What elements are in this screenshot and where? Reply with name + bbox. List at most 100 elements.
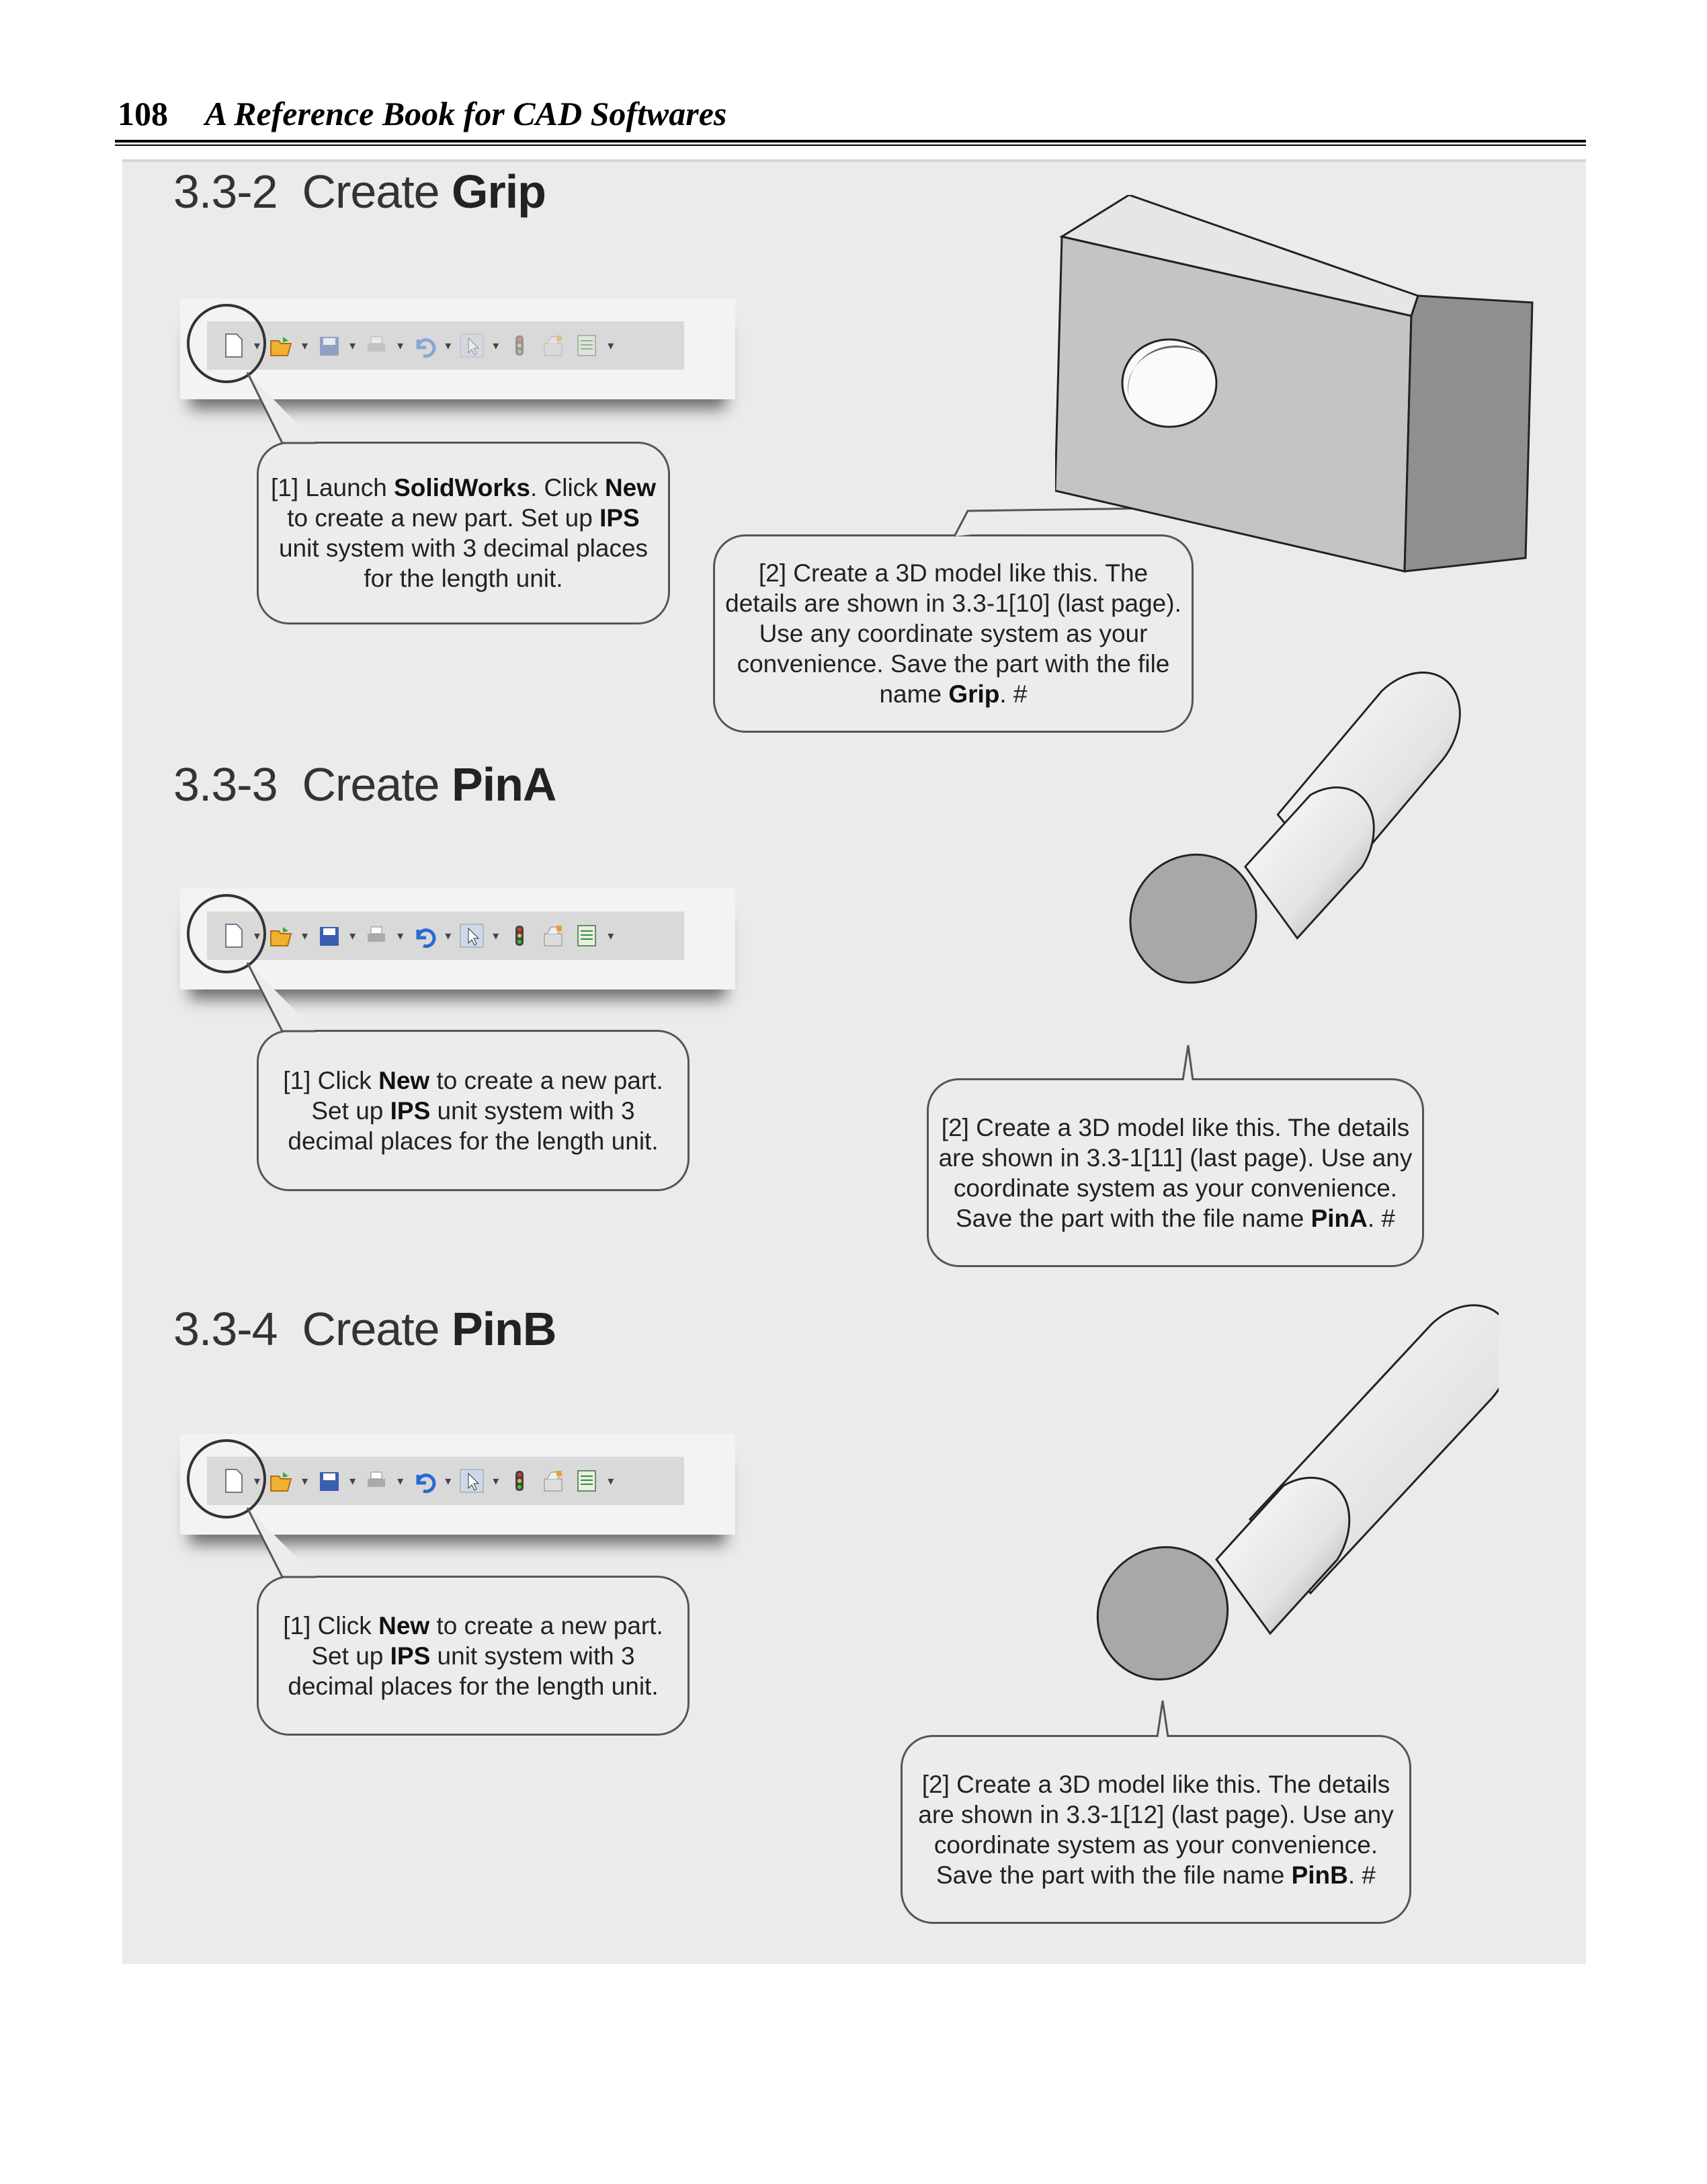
options-icon[interactable] [540, 1467, 566, 1495]
dropdown-arrow-icon[interactable]: ▾ [608, 338, 614, 352]
file-properties-icon[interactable] [574, 922, 599, 950]
standard-toolbar: ▾▾▾▾▾▾▾ [207, 1457, 684, 1505]
step1-callout: [1] Click New to create a new part. Set … [257, 1030, 690, 1191]
open-folder-icon[interactable] [268, 1467, 294, 1495]
section-number: 3.3-3 [173, 758, 278, 811]
bold-term: New [378, 1611, 430, 1640]
dropdown-arrow-icon[interactable]: ▾ [608, 1473, 614, 1488]
text-segment: unit system with 3 decimal places for th… [288, 1096, 659, 1155]
text-segment: unit system with 3 decimal places for th… [288, 1642, 659, 1700]
undo-icon[interactable] [411, 922, 437, 950]
step1-callout: [1] Launch SolidWorks. Click New to crea… [257, 442, 670, 624]
callout-text: [2] Create a 3D model like this. The det… [724, 558, 1182, 709]
page-header: 108 A Reference Book for CAD Softwares [118, 94, 726, 133]
bold-term: IPS [390, 1096, 431, 1125]
file-properties-icon[interactable] [574, 1467, 599, 1495]
undo-icon[interactable] [411, 331, 437, 360]
highlight-circle [187, 304, 266, 383]
dropdown-arrow-icon[interactable]: ▾ [445, 1473, 452, 1488]
3d-model-stepped-pin-short [1102, 659, 1505, 1045]
section-number: 3.3-4 [173, 1303, 278, 1355]
bold-term: IPS [599, 504, 640, 532]
step2-callout: [2] Create a 3D model like this. The det… [713, 534, 1194, 733]
bold-term: Grip [948, 680, 1000, 708]
dropdown-arrow-icon[interactable]: ▾ [493, 1473, 499, 1488]
step1-callout: [1] Click New to create a new part. Set … [257, 1576, 690, 1736]
section-part-name: Grip [452, 165, 546, 218]
bold-term: IPS [390, 1642, 431, 1670]
page-number: 108 [118, 95, 168, 132]
dropdown-arrow-icon[interactable]: ▾ [445, 338, 452, 352]
dropdown-arrow-icon[interactable]: ▾ [493, 338, 499, 352]
bold-term: SolidWorks [394, 474, 530, 501]
dropdown-arrow-icon[interactable]: ▾ [349, 338, 356, 352]
text-segment: to create a new part. Set up [287, 504, 600, 532]
highlight-circle [187, 1439, 266, 1519]
text-segment: [2] Create a 3D model like this. The det… [725, 559, 1181, 708]
file-properties-icon[interactable] [574, 331, 599, 360]
options-icon[interactable] [540, 331, 566, 360]
dropdown-arrow-icon[interactable]: ▾ [302, 928, 308, 942]
section-heading: 3.3-4 Create PinB [173, 1302, 556, 1356]
callout-text: [1] Click New to create a new part. Set … [268, 1611, 678, 1701]
toolbar-screenshot: ▾▾▾▾▾▾▾ [180, 889, 735, 1014]
select-arrow-icon[interactable] [459, 1467, 485, 1495]
bold-term: New [378, 1066, 430, 1094]
standard-toolbar: ▾▾▾▾▾▾▾ [207, 912, 684, 960]
3d-model-stepped-pin-long [1082, 1297, 1513, 1711]
dropdown-arrow-icon[interactable]: ▾ [349, 928, 356, 942]
print-icon[interactable] [364, 331, 389, 360]
bold-term: New [604, 474, 657, 501]
save-icon[interactable] [316, 1467, 341, 1495]
traffic-light-icon[interactable] [507, 1467, 532, 1495]
undo-icon[interactable] [411, 1467, 437, 1495]
save-icon[interactable] [316, 331, 341, 360]
text-segment: unit system with 3 decimal places for th… [278, 534, 649, 592]
text-segment: . # [1347, 1861, 1376, 1889]
text-segment: . # [1367, 1204, 1395, 1232]
section-title-prefix: Create [302, 1303, 440, 1355]
select-arrow-icon[interactable] [459, 922, 485, 950]
select-arrow-icon[interactable] [459, 331, 485, 360]
text-segment: to create a new part. Set up [311, 1066, 663, 1125]
save-icon[interactable] [316, 922, 341, 950]
dropdown-arrow-icon[interactable]: ▾ [397, 338, 404, 352]
text-segment: to create a new part. Set up [311, 1611, 663, 1670]
text-segment: [1] Click [283, 1611, 379, 1640]
3d-model-grip-block [1054, 194, 1539, 595]
text-segment: [2] Create a 3D model like this. The det… [938, 1113, 1413, 1232]
callout-text: [2] Create a 3D model like this. The det… [938, 1113, 1413, 1233]
bold-term: PinA [1310, 1204, 1368, 1232]
text-segment: . Click [530, 474, 605, 501]
callout-text: [2] Create a 3D model like this. The det… [912, 1769, 1400, 1890]
book-title: A Reference Book for CAD Softwares [205, 95, 727, 132]
text-segment: [2] Create a 3D model like this. The det… [918, 1770, 1394, 1889]
options-icon[interactable] [540, 922, 566, 950]
toolbar-screenshot: ▾▾▾▾▾▾▾ [180, 298, 735, 423]
traffic-light-icon[interactable] [507, 922, 532, 950]
callout-text: [1] Click New to create a new part. Set … [268, 1065, 678, 1156]
section-number: 3.3-2 [173, 165, 278, 218]
open-folder-icon[interactable] [268, 922, 294, 950]
dropdown-arrow-icon[interactable]: ▾ [397, 1473, 404, 1488]
text-segment: . # [999, 680, 1028, 708]
section-part-name: PinA [452, 758, 556, 811]
dropdown-arrow-icon[interactable]: ▾ [397, 928, 404, 942]
open-folder-icon[interactable] [268, 331, 294, 360]
section-heading: 3.3-3 Create PinA [173, 758, 556, 811]
step2-callout: [2] Create a 3D model like this. The det… [927, 1078, 1424, 1267]
text-segment: [1] Launch [270, 474, 394, 501]
dropdown-arrow-icon[interactable]: ▾ [302, 338, 308, 352]
step2-callout: [2] Create a 3D model like this. The det… [901, 1735, 1411, 1924]
dropdown-arrow-icon[interactable]: ▾ [493, 928, 499, 942]
print-icon[interactable] [364, 1467, 389, 1495]
header-rule-thin [115, 145, 1586, 146]
standard-toolbar: ▾▾▾▾▾▾▾ [207, 321, 684, 370]
section-heading: 3.3-2 Create Grip [173, 165, 546, 218]
dropdown-arrow-icon[interactable]: ▾ [608, 928, 614, 942]
dropdown-arrow-icon[interactable]: ▾ [445, 928, 452, 942]
dropdown-arrow-icon[interactable]: ▾ [349, 1473, 356, 1488]
print-icon[interactable] [364, 922, 389, 950]
traffic-light-icon[interactable] [507, 331, 532, 360]
dropdown-arrow-icon[interactable]: ▾ [302, 1473, 308, 1488]
